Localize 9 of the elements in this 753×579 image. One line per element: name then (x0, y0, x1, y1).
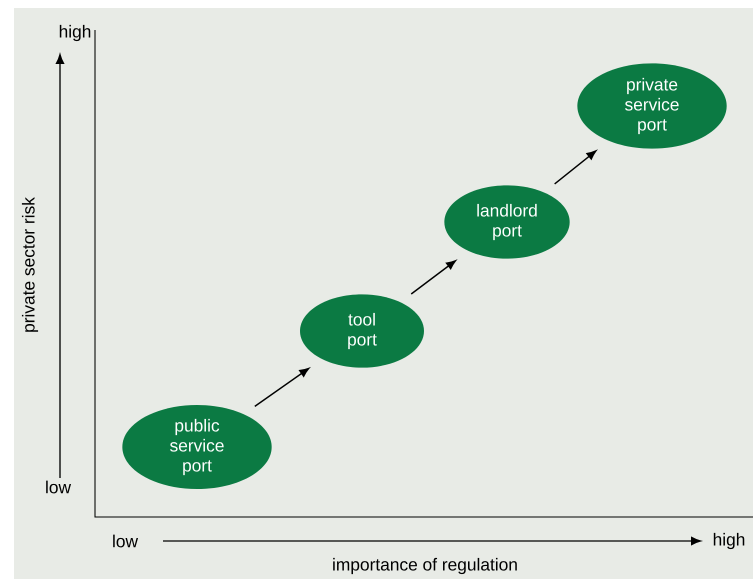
axis-label: private sector risk (22, 197, 38, 332)
arrow (254, 368, 310, 407)
axis-label: high (60, 24, 90, 42)
axis-label: low (46, 480, 72, 494)
axis-label: importance of regulation (333, 558, 517, 574)
axis-label: low (113, 534, 138, 548)
arrow (410, 260, 456, 295)
axis-label: high (714, 532, 744, 550)
arrow (554, 150, 596, 184)
